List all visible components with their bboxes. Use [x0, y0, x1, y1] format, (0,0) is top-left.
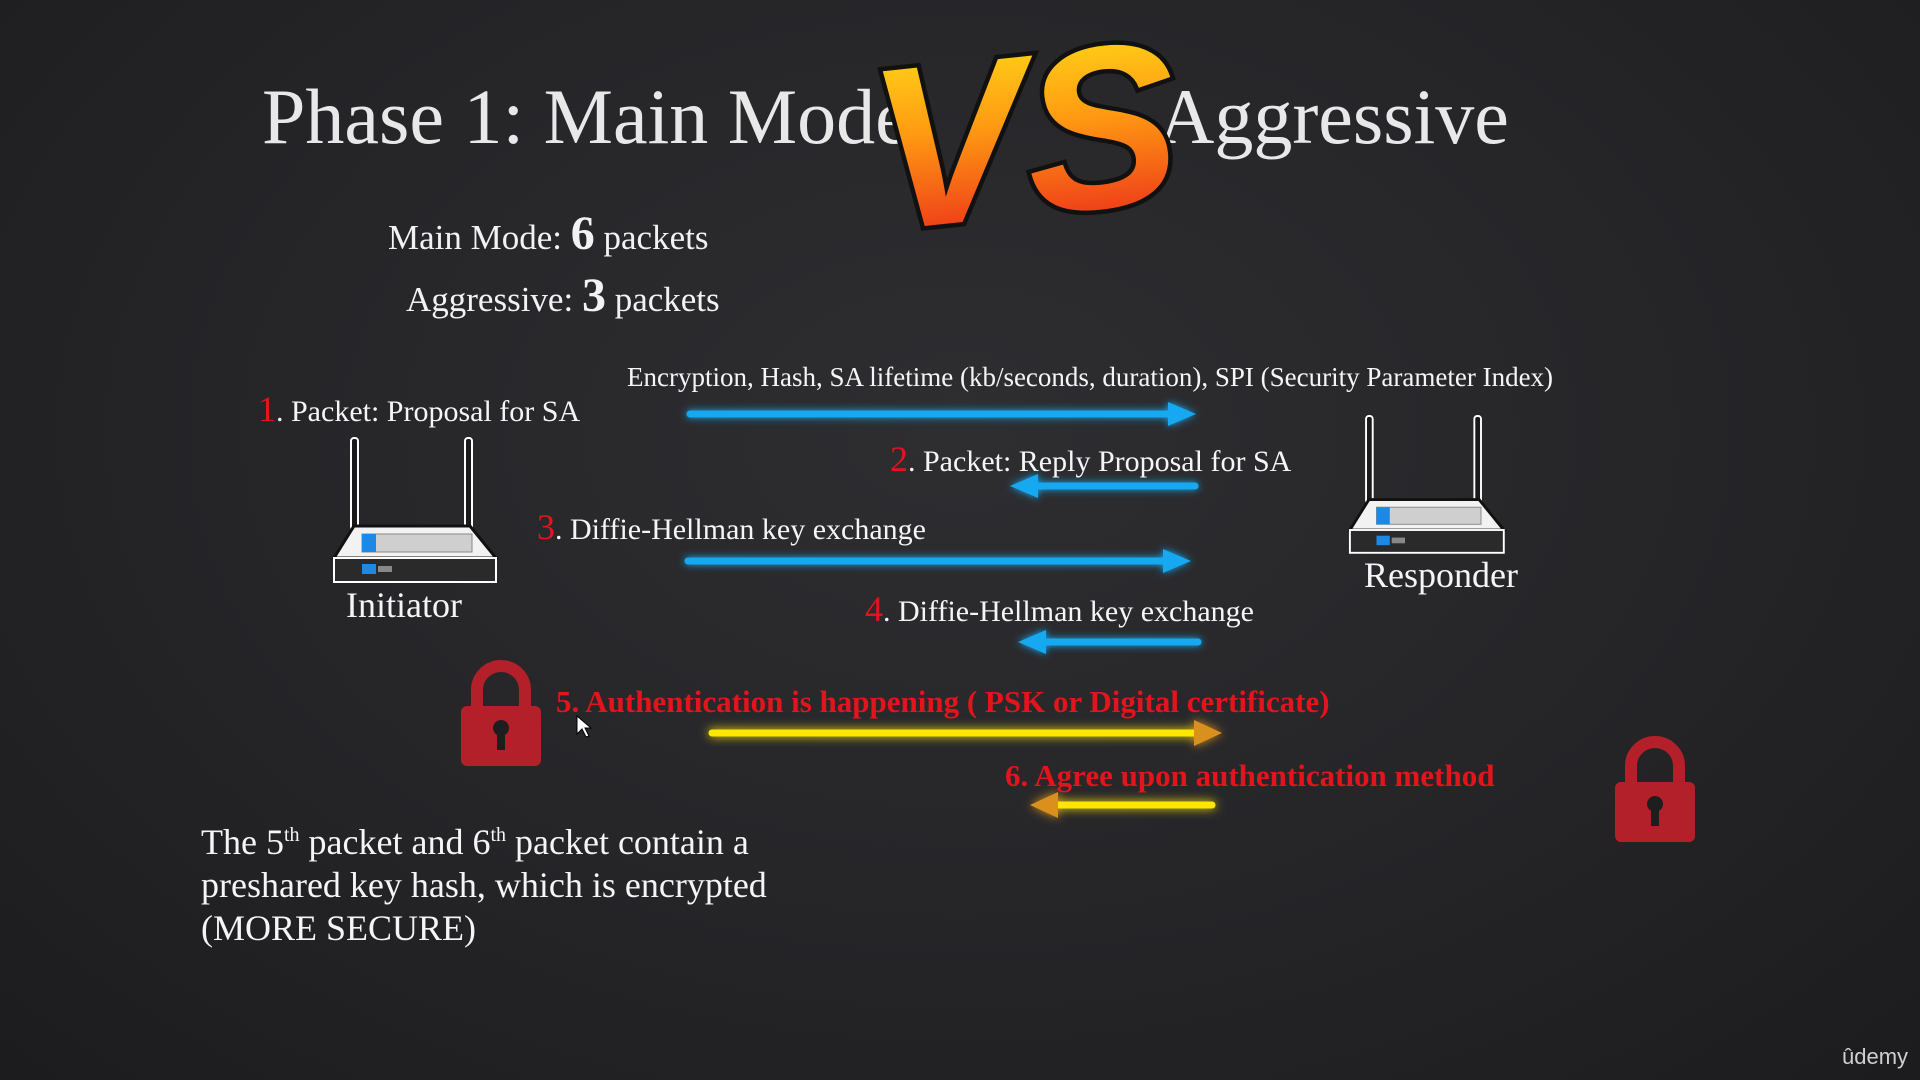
packet-1-label: 1. Packet: Proposal for SA: [258, 389, 581, 429]
packet-2-label: 2. Packet: Reply Proposal for SA: [890, 439, 1292, 479]
arrow-packet-3: [684, 549, 1191, 573]
vs-text: VS: [859, 0, 1191, 279]
initiator-label: Initiator: [346, 585, 462, 625]
arrow-packet-6: [1030, 792, 1216, 818]
packet-3-label: 3. Diffie-Hellman key exchange: [537, 507, 926, 547]
security-note: The 5th packet and 6th packet contain a …: [201, 822, 767, 948]
packet-4-label: 4. Diffie-Hellman key exchange: [865, 589, 1254, 629]
arrow-packet-5: [708, 720, 1222, 746]
arrow-packet-4: [1018, 630, 1202, 654]
lock-icon: [1615, 736, 1695, 842]
udemy-logo: ûdemy: [1842, 1044, 1909, 1069]
packet-1-detail: Encryption, Hash, SA lifetime (kb/second…: [627, 362, 1554, 392]
arrow-packet-1: [686, 402, 1196, 426]
responder-label: Responder: [1364, 555, 1518, 595]
main-mode-count: Main Mode: 6 packets: [388, 207, 709, 260]
lock-icon: [461, 660, 541, 766]
router-icon: [331, 437, 500, 583]
packet-6-label: 6. Agree upon authentication method: [1005, 758, 1495, 793]
aggressive-count: Aggressive: 3 packets: [406, 269, 720, 322]
title-main-mode: Phase 1: Main Mode: [262, 73, 910, 160]
router-icon: [1347, 415, 1507, 554]
cursor-icon: [576, 714, 593, 738]
arrow-packet-2: [1010, 474, 1199, 498]
vs-logo: VS: [854, 0, 1195, 284]
packet-5-label: 5. Authentication is happening ( PSK or …: [556, 684, 1330, 719]
title-aggressive: Aggressive: [1158, 73, 1509, 160]
